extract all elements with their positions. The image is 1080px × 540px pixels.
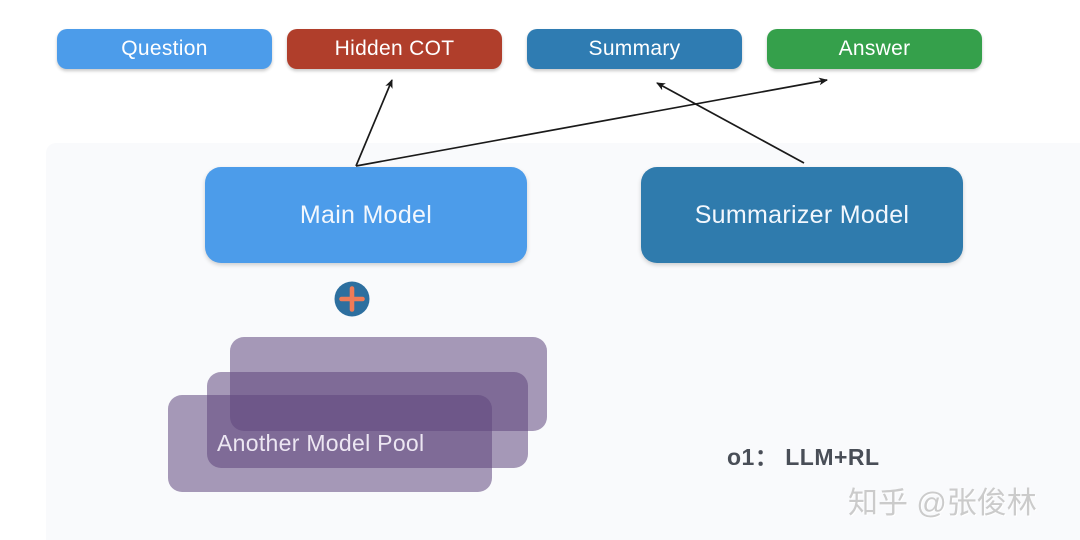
summarizer-model-box: Summarizer Model <box>641 167 963 263</box>
pill-hidden-cot-label: Hidden COT <box>334 37 455 60</box>
model-pool-label: Another Model Pool <box>217 430 425 456</box>
caption-o1: o1： LLM+RL <box>727 444 880 470</box>
model-pool-layer-front: Another Model Pool <box>168 395 492 492</box>
plus-icon <box>333 280 371 318</box>
pill-hidden-cot: Hidden COT <box>287 29 502 69</box>
main-model-label: Main Model <box>299 200 433 229</box>
pill-answer: Answer <box>767 29 982 69</box>
main-model-box: Main Model <box>205 167 527 263</box>
summarizer-model-label: Summarizer Model <box>694 200 910 229</box>
pill-question: Question <box>57 29 272 69</box>
pill-answer-label: Answer <box>838 37 911 60</box>
pill-summary: Summary <box>527 29 742 69</box>
pill-question-label: Question <box>121 37 208 60</box>
plus-icon-svg <box>334 281 370 317</box>
watermark-zhihu: 知乎 @张俊林 <box>848 487 1037 520</box>
pill-summary-label: Summary <box>588 37 681 60</box>
